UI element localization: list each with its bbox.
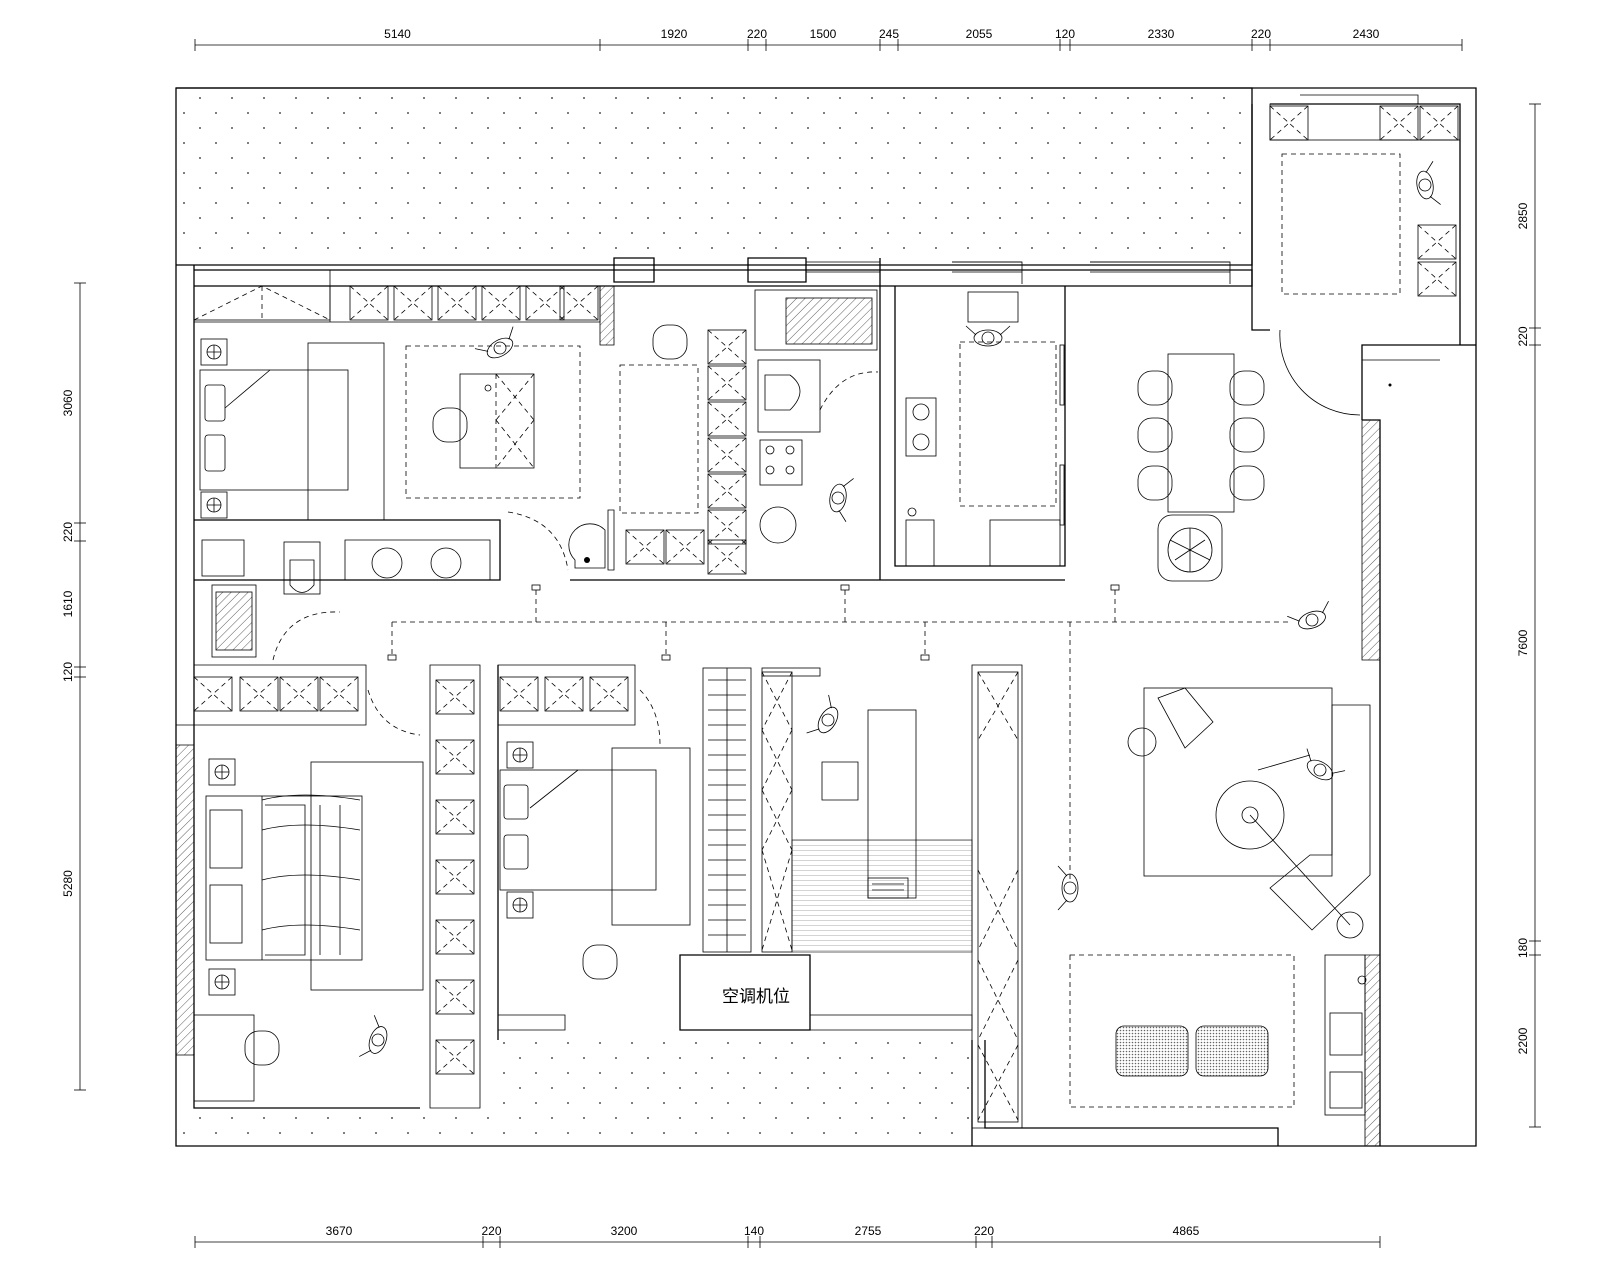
dim-bottom-3: 140 — [744, 1224, 764, 1238]
dim-top-1: 1920 — [661, 27, 688, 41]
wardrobe-bedroom-2-top — [499, 676, 629, 712]
dining-area — [1137, 353, 1336, 636]
dimension-top: 5140 1920 220 1500 245 2055 120 2330 220 2430 — [194, 27, 1463, 51]
corridor-lighting — [387, 584, 1288, 880]
dim-bottom-6: 4865 — [1173, 1224, 1200, 1238]
dim-bottom-4: 2755 — [855, 1224, 882, 1238]
bathroom-middle — [201, 539, 462, 736]
wardrobe-top-middle — [349, 285, 599, 321]
kitchen — [905, 291, 1065, 567]
wardrobe-column-left — [435, 679, 475, 1075]
dim-top-8: 220 — [1251, 27, 1271, 41]
north-balcony — [178, 90, 1250, 262]
dim-top-7: 2330 — [1148, 27, 1175, 41]
dressing-room — [568, 324, 699, 571]
dim-right-3: 180 — [1516, 938, 1530, 958]
entry-room — [1269, 103, 1461, 416]
dim-top-0: 5140 — [384, 27, 411, 41]
dim-top-5: 2055 — [966, 27, 993, 41]
dim-left-3: 120 — [61, 662, 75, 682]
study — [702, 667, 973, 953]
bedroom-master — [193, 758, 424, 1102]
dimension-bottom: 3670 220 3200 140 2755 220 4865 — [194, 1224, 1381, 1248]
living-room — [1057, 687, 1371, 1108]
bathroom-top — [754, 289, 881, 544]
kitchenette — [1324, 954, 1367, 1116]
dim-top-6: 120 — [1055, 27, 1075, 41]
dim-top-4: 245 — [879, 27, 899, 41]
dim-bottom-5: 220 — [974, 1224, 994, 1238]
dim-top-2: 220 — [747, 27, 767, 41]
bedroom-2 — [499, 689, 691, 980]
dim-bottom-0: 3670 — [326, 1224, 353, 1238]
dim-right-0: 2850 — [1516, 202, 1530, 229]
dim-bottom-1: 220 — [481, 1224, 501, 1238]
dim-top-3: 1500 — [810, 27, 837, 41]
dim-left-2: 1610 — [61, 590, 75, 617]
wardrobe-column-right — [977, 671, 1019, 1123]
dim-left-1: 220 — [61, 522, 75, 542]
dim-right-2: 7600 — [1516, 629, 1530, 656]
wardrobe-top-left — [193, 285, 331, 321]
dim-right-4: 2200 — [1516, 1027, 1530, 1054]
wardrobe-column-middle — [625, 329, 747, 575]
bedroom-1 — [199, 326, 581, 571]
dim-left-0: 3060 — [61, 389, 75, 416]
dimension-left: 3060 220 1610 120 5280 — [61, 282, 86, 1091]
wardrobe-left-bedroom-3 — [193, 676, 359, 712]
dim-top-9: 2430 — [1353, 27, 1380, 41]
south-balcony — [178, 1108, 973, 1144]
wardrobe-column-study — [761, 671, 793, 953]
dim-left-4: 5280 — [61, 870, 75, 897]
middle-south-balcony — [500, 1040, 972, 1106]
dim-right-1: 220 — [1516, 326, 1530, 346]
ac-unit-label: 空调机位 — [722, 987, 790, 1007]
dimension-right: 2850 220 7600 180 2200 — [1516, 103, 1541, 1128]
dim-bottom-2: 3200 — [611, 1224, 638, 1238]
windows — [806, 94, 1419, 273]
